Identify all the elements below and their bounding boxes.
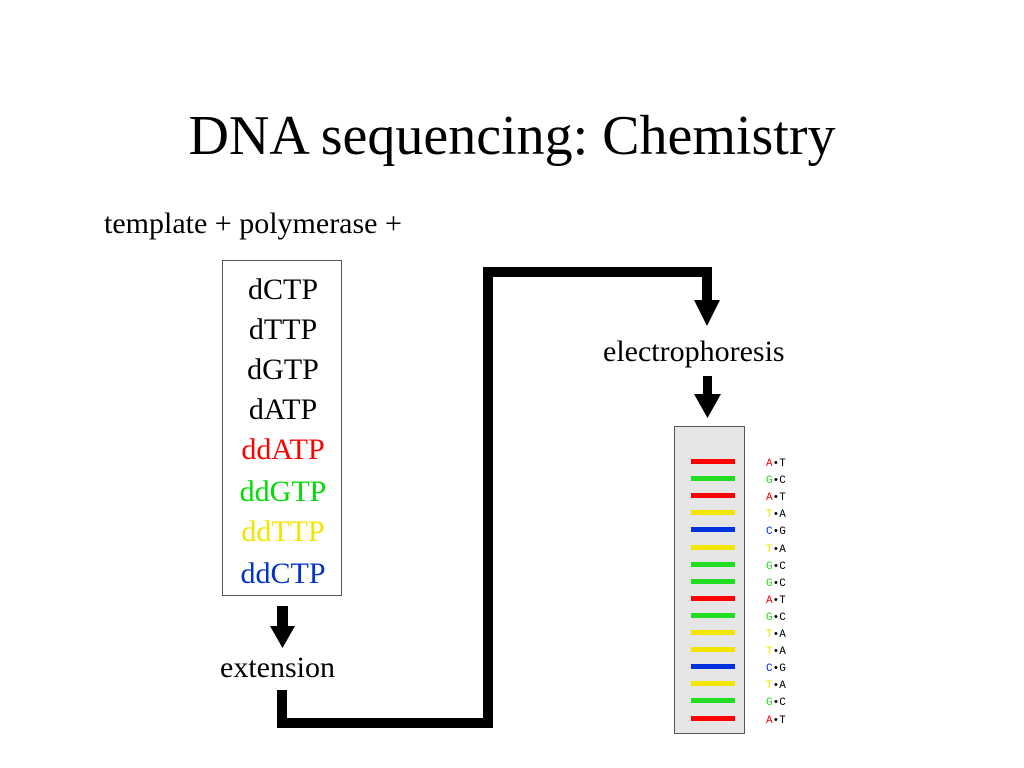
- pair-bullet: •: [772, 697, 780, 710]
- base: G: [766, 611, 773, 624]
- base-pair: T•A: [766, 544, 786, 556]
- base-pair: T•A: [766, 646, 786, 658]
- reagent-dctp: dCTP: [247, 273, 319, 306]
- pair-bullet: •: [772, 526, 780, 539]
- pair-bullet: •: [772, 611, 780, 624]
- gel-lane: [674, 426, 745, 734]
- base-pair: T•A: [766, 509, 786, 521]
- reagent-dgtp: dGTP: [247, 353, 319, 386]
- base: C: [766, 663, 773, 676]
- arrow-to-extension: [270, 606, 295, 648]
- pair-bullet: •: [772, 509, 780, 522]
- base: A: [766, 492, 773, 505]
- complement-base: A: [779, 680, 786, 693]
- complement-base: C: [779, 560, 786, 573]
- complement-base: A: [779, 646, 786, 659]
- base: A: [766, 714, 773, 727]
- gel-band: [691, 527, 735, 533]
- base-pair: G•C: [766, 578, 786, 590]
- gel-band: [691, 544, 735, 550]
- complement-base: G: [779, 526, 786, 539]
- gel-band: [691, 647, 735, 653]
- base: T: [766, 680, 773, 693]
- complement-base: C: [779, 577, 786, 590]
- complement-base: C: [779, 611, 786, 624]
- slide-title: DNA sequencing: Chemistry: [188, 105, 836, 167]
- pair-bullet: •: [772, 543, 780, 556]
- base: T: [766, 543, 773, 556]
- complement-base: T: [779, 492, 786, 505]
- electrophoresis-label: electrophoresis: [603, 335, 785, 368]
- base: T: [766, 509, 773, 522]
- gel-band: [691, 459, 735, 464]
- gel-band: [691, 681, 735, 687]
- complement-base: C: [779, 475, 786, 488]
- complement-base: T: [779, 594, 786, 607]
- pair-bullet: •: [772, 594, 780, 607]
- reagent-ddatp: ddATP: [241, 433, 325, 466]
- reagent-ddttp: ddTTP: [241, 515, 325, 548]
- base: A: [766, 458, 773, 470]
- gel-band: [691, 698, 735, 704]
- reagent-dttp: dTTP: [248, 313, 318, 346]
- base: G: [766, 475, 773, 488]
- pair-bullet: •: [772, 629, 780, 641]
- base-pair: A•T: [766, 458, 786, 470]
- complement-base: C: [779, 697, 786, 710]
- complement-base: A: [779, 509, 786, 522]
- complement-base: T: [779, 458, 786, 470]
- extension-label: extension: [220, 651, 335, 684]
- base-pair: A•T: [766, 715, 786, 727]
- gel-band: [691, 612, 735, 618]
- base-pair: C•G: [766, 526, 786, 538]
- base: C: [766, 526, 773, 539]
- gel-band: [691, 493, 735, 499]
- connector-line: [277, 267, 712, 728]
- pair-bullet: •: [772, 475, 780, 488]
- reaction-mix-label: template + polymerase +: [104, 207, 402, 240]
- pair-bullet: •: [772, 577, 780, 590]
- base-pair: A•T: [766, 492, 786, 504]
- base-pair: G•C: [766, 561, 786, 573]
- gel-band: [691, 578, 735, 584]
- pair-bullet: •: [772, 560, 780, 573]
- complement-base: G: [779, 663, 786, 676]
- gel-band: [691, 715, 735, 721]
- complement-base: A: [779, 543, 786, 556]
- base-pair: T•A: [766, 629, 786, 641]
- reagent-datp: dATP: [248, 393, 318, 426]
- base: G: [766, 560, 773, 573]
- gel-band: [691, 510, 735, 516]
- gel-band: [691, 595, 735, 601]
- base-pair: G•C: [766, 697, 786, 709]
- base: G: [766, 697, 773, 710]
- reagent-list-box: dCTP dTTP dGTP dATP ddATP ddGTP ddTTP dd…: [222, 260, 342, 596]
- base-pair: A•T: [766, 595, 786, 607]
- arrow-to-electrophoresis: [694, 300, 720, 326]
- base: T: [766, 646, 773, 659]
- gel-band: [691, 561, 735, 567]
- gel-band: [691, 664, 735, 670]
- base-pair: G•C: [766, 612, 786, 624]
- base-pair: T•A: [766, 680, 786, 692]
- complement-base: T: [779, 714, 786, 727]
- gel-band: [691, 630, 735, 635]
- base: A: [766, 594, 773, 607]
- base-pair: G•C: [766, 475, 786, 487]
- base: T: [766, 629, 773, 641]
- pair-bullet: •: [772, 663, 780, 676]
- pair-bullet: •: [772, 492, 780, 505]
- reagent-ddgtp: ddGTP: [239, 475, 327, 508]
- arrow-to-gel: [694, 376, 721, 418]
- pair-bullet: •: [772, 680, 780, 693]
- pair-bullet: •: [772, 458, 780, 470]
- complement-base: A: [779, 629, 786, 641]
- pair-bullet: •: [772, 714, 780, 727]
- base-pair: C•G: [766, 663, 786, 675]
- base: G: [766, 577, 773, 590]
- pair-bullet: •: [772, 646, 780, 659]
- reagent-ddctp: ddCTP: [240, 557, 326, 590]
- gel-band: [691, 476, 735, 482]
